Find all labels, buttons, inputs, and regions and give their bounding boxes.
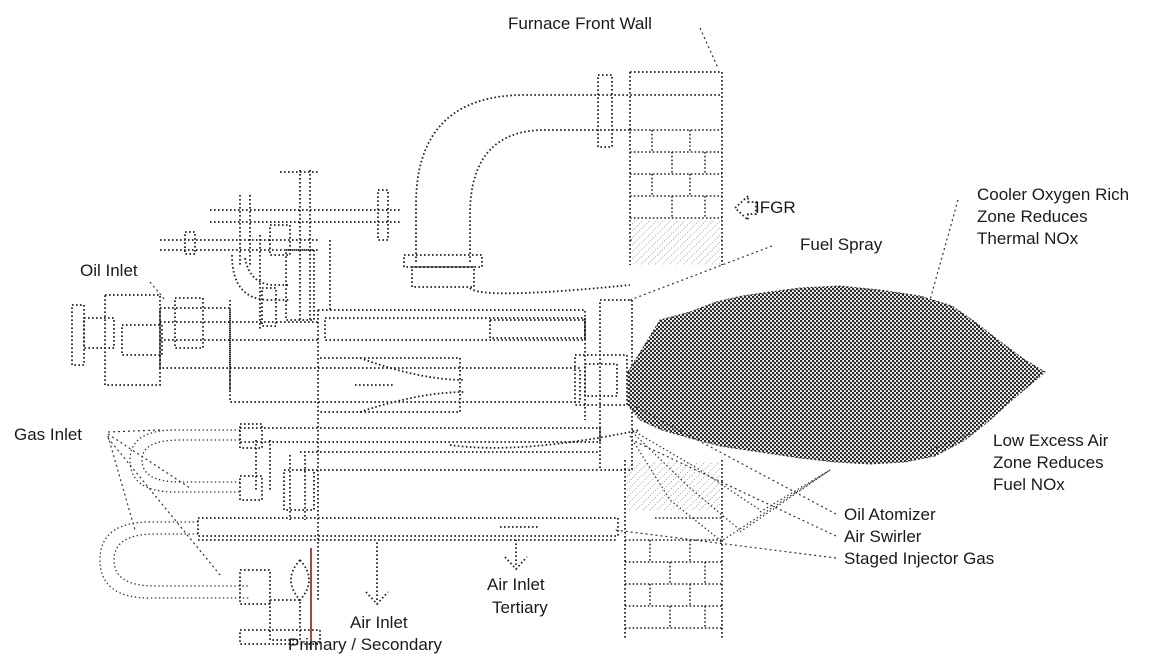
oil-inlet-assembly	[71, 294, 320, 390]
label-fuel-spray: Fuel Spray	[800, 235, 883, 254]
leader-lines	[107, 27, 971, 576]
label-oil-atomizer: Oil Atomizer	[844, 505, 936, 524]
air-inlet-arrows	[365, 540, 528, 606]
furnace-front-wall	[624, 71, 723, 640]
label-air-inlet-primary-2: Primary / Secondary	[288, 635, 442, 654]
label-cooler-zone-3: Thermal NOx	[977, 229, 1079, 248]
flame-zone	[627, 285, 1046, 465]
label-cooler-zone-2: Zone Reduces	[977, 207, 1088, 226]
ifgr-duct	[403, 74, 757, 288]
label-ifgr: IFGR	[755, 198, 796, 217]
label-staged-injector-gas: Staged Injector Gas	[844, 549, 994, 568]
label-air-inlet-primary-1: Air Inlet	[350, 613, 408, 632]
air-inlet-primary-arrow	[365, 540, 389, 606]
label-furnace-front-wall: Furnace Front Wall	[508, 14, 652, 33]
flame	[627, 285, 1046, 543]
label-low-excess-2: Zone Reduces	[993, 453, 1104, 472]
label-gas-inlet: Gas Inlet	[14, 425, 82, 444]
label-oil-inlet: Oil Inlet	[80, 261, 138, 280]
label-cooler-zone-1: Cooler Oxygen Rich	[977, 185, 1129, 204]
label-air-swirler: Air Swirler	[844, 527, 922, 546]
air-inlet-tertiary-arrow	[504, 540, 528, 571]
label-low-excess-1: Low Excess Air	[993, 431, 1109, 450]
supply-piping	[160, 170, 400, 330]
gas-inlet-hoses	[99, 423, 321, 645]
label-air-inlet-tertiary-1: Air Inlet	[487, 575, 545, 594]
label-low-excess-3: Fuel NOx	[993, 475, 1065, 494]
burner-body	[197, 284, 641, 600]
spray-cone	[629, 429, 761, 541]
ifgr-arrow	[733, 193, 757, 223]
label-air-inlet-tertiary-2: Tertiary	[492, 598, 548, 617]
